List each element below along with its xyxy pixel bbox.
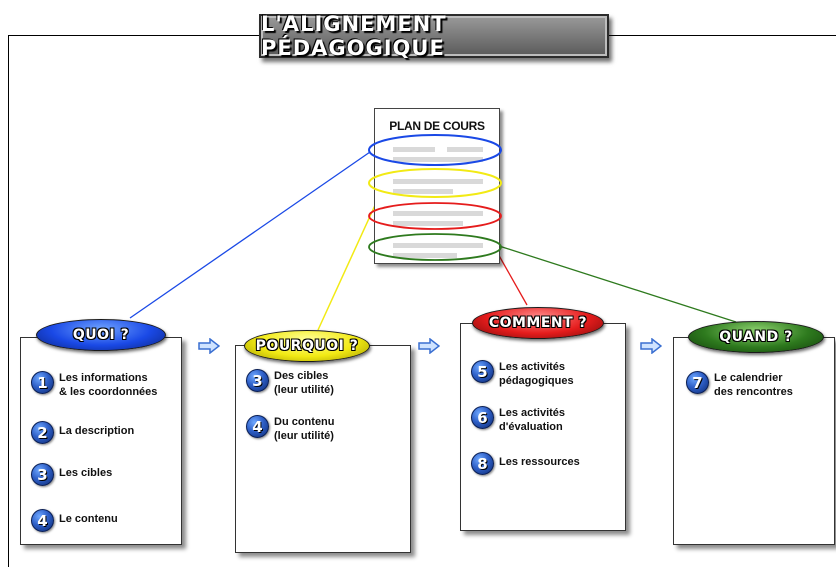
frame-left [8, 35, 9, 567]
number-badge: 6 [471, 406, 494, 429]
item-label: Des cibles (leur utilité) [274, 370, 334, 396]
doc-line [393, 211, 483, 216]
doc-line [393, 147, 435, 152]
connector-quand [495, 244, 737, 323]
item-label: Les ressources [499, 456, 580, 468]
number-badge: 3 [31, 463, 54, 486]
number-badge: 3 [246, 369, 269, 392]
list-item: 4 Le contenu [31, 509, 118, 532]
item-label: Les activités d'évaluation [499, 407, 566, 433]
doc-line [393, 243, 483, 248]
quoi-box: 1 Les informations & les coordonnées 2 L… [20, 337, 182, 545]
item-label: Les informations & les coordonnées [59, 372, 158, 398]
pourquoi-box: 3 Des cibles (leur utilité) 4 Du contenu… [235, 345, 411, 553]
number-badge: 1 [31, 371, 54, 394]
doc-line [393, 189, 453, 194]
title-banner: L'ALIGNEMENT PÉDAGOGIQUE [259, 12, 609, 60]
arrow-right-icon [640, 338, 662, 354]
comment-label: COMMENT ? [488, 315, 588, 331]
number-badge: 4 [31, 509, 54, 532]
item-label: Les cibles [59, 467, 113, 479]
doc-line [393, 179, 483, 184]
list-item: 7 Le calendrier des rencontres [686, 371, 793, 399]
pourquoi-label: POURQUOI ? [255, 338, 359, 354]
list-item: 5 Les activités pédagogiques [471, 360, 574, 388]
doc-line [393, 253, 457, 258]
pourquoi-pill: POURQUOI ? [244, 330, 370, 362]
course-plan-document: PLAN DE COURS [374, 108, 500, 264]
page-title: L'ALIGNEMENT PÉDAGOGIQUE [261, 12, 447, 60]
arrow-right-icon [418, 338, 440, 354]
number-badge: 5 [471, 360, 494, 383]
list-item: 6 Les activités d'évaluation [471, 406, 565, 434]
list-item: 4 Du contenu (leur utilité) [246, 415, 335, 443]
quoi-label: QUOI ? [72, 327, 130, 343]
item-label: Du contenu (leur utilité) [274, 416, 335, 442]
frame-top-right [608, 35, 836, 36]
connector-quoi [129, 151, 371, 319]
quand-label: QUAND ? [719, 329, 793, 345]
doc-line [393, 157, 483, 162]
quand-box: 7 Le calendrier des rencontres [673, 337, 835, 545]
quand-pill: QUAND ? [688, 321, 824, 353]
number-badge: 2 [31, 421, 54, 444]
doc-line [447, 147, 483, 152]
item-label: La description [59, 425, 135, 437]
quoi-pill: QUOI ? [36, 319, 166, 351]
comment-box: 5 Les activités pédagogiques 6 Les activ… [460, 323, 626, 531]
frame-top-left [8, 35, 261, 36]
comment-pill: COMMENT ? [472, 307, 604, 339]
course-plan-title: PLAN DE COURS [389, 119, 485, 133]
number-badge: 7 [686, 371, 709, 394]
doc-line [393, 221, 463, 226]
connector-pourquoi [317, 189, 383, 331]
list-item: 2 La description [31, 421, 134, 444]
item-label: Le contenu [59, 513, 118, 525]
number-badge: 8 [471, 452, 494, 475]
item-label: Les activités pédagogiques [499, 361, 574, 387]
list-item: 1 Les informations & les coordonnées [31, 371, 157, 399]
list-item: 8 Les ressources [471, 452, 580, 475]
item-label: Le calendrier des rencontres [714, 372, 793, 398]
arrow-right-icon [198, 338, 220, 354]
list-item: 3 Des cibles (leur utilité) [246, 369, 334, 397]
number-badge: 4 [246, 415, 269, 438]
list-item: 3 Les cibles [31, 463, 112, 486]
